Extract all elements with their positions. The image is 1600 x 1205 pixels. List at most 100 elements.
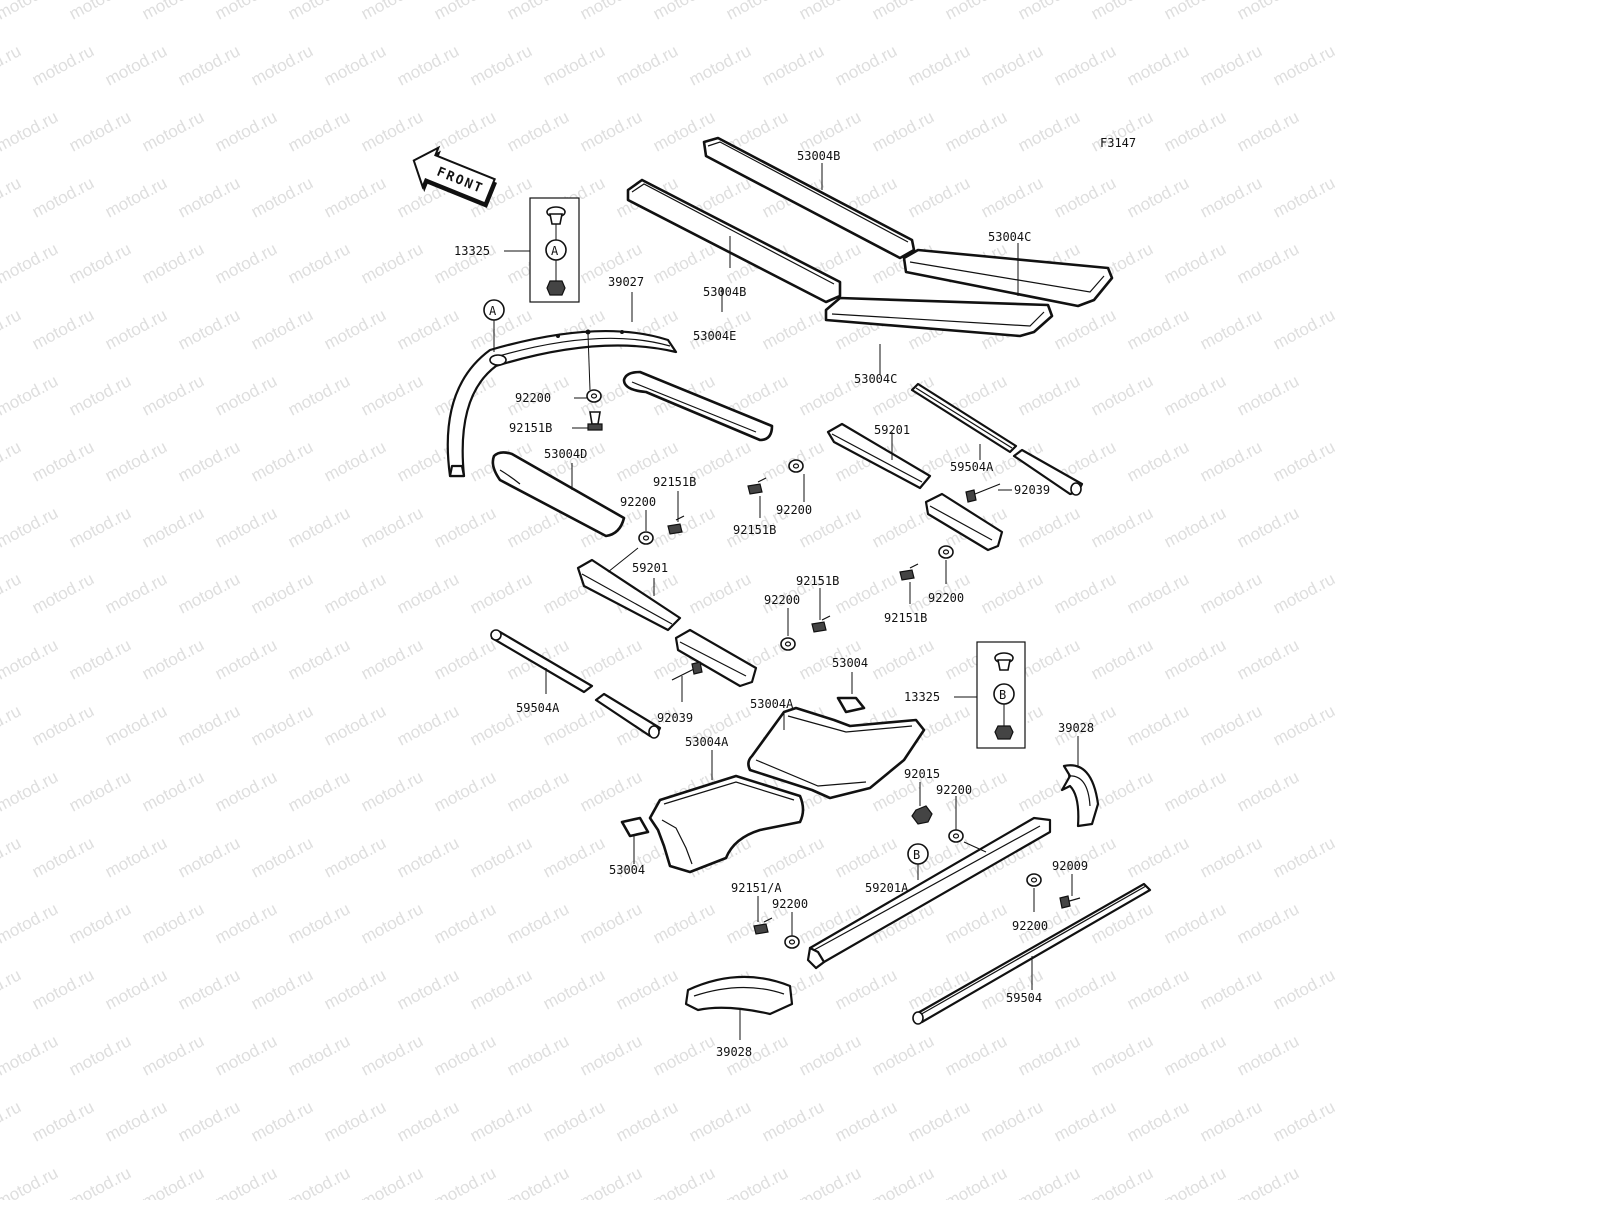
watermark-text: motod.ru [1234, 0, 1302, 24]
watermark-text: motod.ru [1270, 569, 1338, 617]
watermark-text: motod.ru [0, 173, 24, 221]
label-39028-right: 39028 [1058, 721, 1094, 735]
watermark-text: motod.ru [66, 899, 134, 947]
watermark-text: motod.ru [29, 965, 97, 1013]
watermark-text: motod.ru [0, 437, 24, 485]
watermark-text: motod.ru [467, 965, 535, 1013]
watermark-text: motod.ru [1270, 173, 1338, 221]
watermark-text: motod.ru [869, 1031, 937, 1079]
watermark-text: motod.ru [248, 833, 316, 881]
watermark-text: motod.ru [248, 965, 316, 1013]
watermark-text: motod.ru [212, 107, 280, 155]
watermark-text: motod.ru [1161, 503, 1229, 551]
watermark-text: motod.ru [175, 437, 243, 485]
washer-92200-g [784, 935, 800, 949]
ref-a-circle: A [483, 299, 505, 321]
watermark-text: motod.ru [1197, 437, 1265, 485]
label-92039-left: 92039 [657, 711, 693, 725]
rail-59201-left [576, 558, 758, 688]
strip-59504 [912, 882, 1152, 1025]
watermark-text: motod.ru [1088, 1031, 1156, 1079]
watermark-text: motod.ru [139, 0, 207, 24]
pad-53004d [491, 451, 626, 538]
label-92151b-e: 92151B [796, 574, 839, 588]
label-59201-left: 59201 [632, 561, 668, 575]
watermark-text: motod.ru [0, 0, 61, 24]
watermark-text: motod.ru [321, 569, 389, 617]
watermark-text: motod.ru [577, 899, 645, 947]
watermark-text: motod.ru [285, 635, 353, 683]
pad-53004c-right [902, 248, 1114, 308]
watermark-text: motod.ru [139, 371, 207, 419]
watermark-text: motod.ru [1270, 833, 1338, 881]
watermark-text: motod.ru [1161, 239, 1229, 287]
watermark-text: motod.ru [467, 1097, 535, 1145]
watermark-text: motod.ru [139, 1163, 207, 1200]
watermark-text: motod.ru [1051, 305, 1119, 353]
watermark-text: motod.ru [175, 965, 243, 1013]
watermark-text: motod.ru [321, 701, 389, 749]
watermark-text: motod.ru [0, 305, 24, 353]
pin-92039-left [671, 661, 703, 681]
watermark-text: motod.ru [796, 1163, 864, 1200]
watermark-text: motod.ru [212, 635, 280, 683]
watermark-text: motod.ru [248, 1097, 316, 1145]
watermark-text: motod.ru [1197, 173, 1265, 221]
watermark-text: motod.ru [248, 305, 316, 353]
watermark-text: motod.ru [1051, 833, 1119, 881]
watermark-text: motod.ru [0, 1097, 24, 1145]
watermark-text: motod.ru [66, 1163, 134, 1200]
watermark-text: motod.ru [66, 503, 134, 551]
label-53004c-mid: 53004C [854, 372, 897, 386]
trim-39027 [446, 329, 678, 478]
watermark-text: motod.ru [504, 0, 572, 24]
watermark-text: motod.ru [321, 305, 389, 353]
watermark-text: motod.ru [29, 173, 97, 221]
watermark-text: motod.ru [613, 1097, 681, 1145]
watermark-text: motod.ru [248, 569, 316, 617]
watermark-text: motod.ru [1088, 503, 1156, 551]
watermark-text: motod.ru [1161, 0, 1229, 24]
watermark-text: motod.ru [212, 767, 280, 815]
strip-59504a-right [910, 382, 1084, 496]
pad-53004b-mid [626, 178, 842, 304]
watermark-text: motod.ru [1124, 41, 1192, 89]
watermark-text: motod.ru [29, 41, 97, 89]
watermark-text: motod.ru [358, 1031, 426, 1079]
watermark-text: motod.ru [248, 701, 316, 749]
watermark-text: motod.ru [686, 569, 754, 617]
watermark-text: motod.ru [1161, 1163, 1229, 1200]
watermark-text: motod.ru [978, 41, 1046, 89]
washer-92200-c [788, 459, 804, 473]
label-59201-right: 59201 [874, 423, 910, 437]
watermark-text: motod.ru [613, 41, 681, 89]
ref-b-box: B [999, 688, 1006, 702]
watermark-text: motod.ru [869, 635, 937, 683]
watermark-text: motod.ru [102, 569, 170, 617]
watermark-text: motod.ru [577, 1031, 645, 1079]
watermark-text: motod.ru [1051, 41, 1119, 89]
watermark-text: motod.ru [0, 569, 24, 617]
watermark-text: motod.ru [102, 965, 170, 1013]
watermark-text: motod.ru [759, 41, 827, 89]
watermark-text: motod.ru [0, 107, 61, 155]
bolt-92151b-d [899, 563, 919, 581]
label-59504: 59504 [1006, 991, 1042, 1005]
watermark-text: motod.ru [0, 899, 61, 947]
watermark-text: motod.ru [175, 41, 243, 89]
watermark-text: motod.ru [1088, 635, 1156, 683]
watermark-text: motod.ru [139, 239, 207, 287]
watermark-text: motod.ru [905, 173, 973, 221]
watermark-text: motod.ru [1124, 305, 1192, 353]
watermark-text: motod.ru [321, 1097, 389, 1145]
watermark-text: motod.ru [540, 1097, 608, 1145]
watermark-text: motod.ru [0, 1031, 61, 1079]
watermark-text: motod.ru [1270, 41, 1338, 89]
watermark-text: motod.ru [650, 503, 718, 551]
watermark-text: motod.ru [1124, 833, 1192, 881]
watermark-text: motod.ru [942, 1163, 1010, 1200]
watermark-text: motod.ru [29, 701, 97, 749]
pad-53004e [622, 370, 774, 442]
watermark-text: motod.ru [321, 833, 389, 881]
